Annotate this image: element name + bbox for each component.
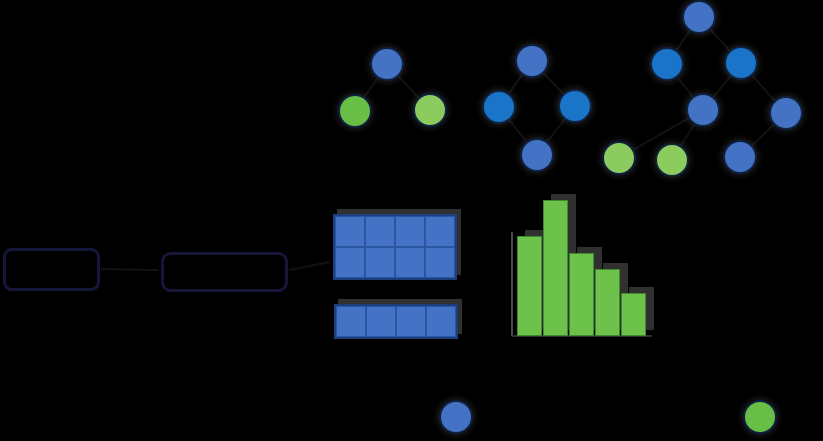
histogram-bar-1 [517, 236, 542, 336]
unit-grid-4x2-cell [395, 216, 425, 247]
tree-1-node-1-circle [338, 94, 372, 128]
tree-2-node-3-circle [520, 138, 554, 172]
tree-2-node-0-circle [515, 44, 549, 78]
unit-strip-4x1-cell [396, 306, 426, 337]
unit-strip-4x1-cell [426, 306, 456, 337]
unit-grid-4x2-cell [425, 216, 455, 247]
unit-strip-4x1-cell [366, 306, 396, 337]
connector-arrow-0 [100, 268, 159, 271]
tree-3-node-4-circle [769, 96, 803, 130]
connector-arrow-1 [288, 261, 331, 271]
unit-grid-4x2-cell [335, 216, 365, 247]
tree-3-node-0-circle [682, 0, 716, 34]
process-box-1 [3, 248, 100, 291]
legend-circle-blue [439, 400, 473, 434]
tree-2-node-1-circle [482, 90, 516, 124]
tree-2-node-2-circle [558, 89, 592, 123]
unit-grid-4x2-cell [365, 247, 395, 278]
histogram-bar-2 [543, 200, 568, 336]
unit-grid-4x2 [333, 214, 457, 280]
unit-grid-4x2-cell [425, 247, 455, 278]
unit-grid-4x2-cell [395, 247, 425, 278]
histogram-bar-3 [569, 253, 594, 336]
legend-circle-green [743, 400, 777, 434]
tree-3-node-5-circle [602, 141, 636, 175]
tree-3-node-2-circle [724, 46, 758, 80]
process-box-2 [161, 252, 288, 292]
unit-strip-4x1 [334, 304, 458, 339]
tree-1-node-0-circle [370, 47, 404, 81]
unit-strip-4x1-cell [336, 306, 366, 337]
tree-3-node-1-circle [650, 47, 684, 81]
tree-3-node-3-circle [686, 93, 720, 127]
unit-grid-4x2-cell [335, 247, 365, 278]
histogram-bar-5 [621, 293, 646, 336]
unit-grid-4x2-cell [365, 216, 395, 247]
tree-3-node-6-circle [655, 143, 689, 177]
tree-1-node-2-circle [413, 93, 447, 127]
tree-3-node-7-circle [723, 140, 757, 174]
histogram-bar-4 [595, 269, 620, 336]
